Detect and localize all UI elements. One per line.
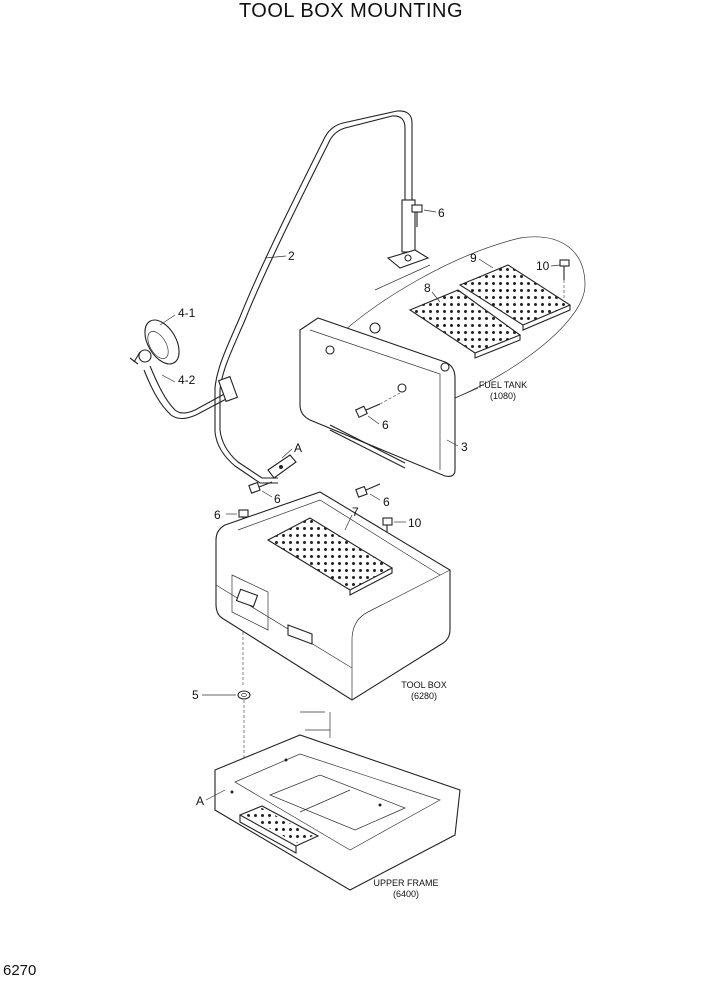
callout-4-2: 4-2 [178,373,196,387]
callout-8: 8 [424,281,431,295]
upper-frame [214,711,461,891]
callout-10-top: 10 [536,259,550,273]
ref-tool-box-name: TOOL BOX [401,680,447,690]
page-number: 6270 [3,962,37,979]
bolt-10-top [559,259,570,300]
mirror-head [129,319,180,365]
side-cover [299,317,456,477]
ref-upper-frame-name: UPPER FRAME [373,878,438,888]
callout-6-cover: 6 [382,418,389,432]
callout-7: 7 [352,505,359,519]
ref-fuel-tank-name: FUEL TANK [479,380,527,390]
callout-6-far: 6 [214,508,221,522]
callout-6-right: 6 [383,495,390,509]
washer-5 [237,690,251,765]
ref-tool-box-code: (6280) [411,691,437,701]
callout-5: 5 [192,688,199,702]
callout-6-left: 6 [274,492,281,506]
step-plate-9 [458,264,572,331]
callout-6-top: 6 [438,206,445,220]
step-plate-7 [266,517,394,596]
bolt-6-top [411,204,423,227]
callout-9: 9 [470,251,477,265]
callout-4-1: 4-1 [178,306,196,320]
bolt-6-left [248,481,273,494]
mirror-stay-rod [214,110,430,484]
leader-lines [159,209,561,801]
callout-A-bottom: A [196,794,204,808]
bolt-6-cover [354,392,401,419]
callout-2: 2 [288,249,295,263]
mirror-arm [143,365,239,420]
callout-10-bottom: 10 [408,516,422,530]
fuel-tank-outline [344,236,586,399]
ref-upper-frame-code: (6400) [393,889,419,899]
step-plate-8 [408,289,522,359]
bolt-6-right [355,483,381,498]
callout-A-top: A [294,441,302,455]
page-title: TOOL BOX MOUNTING [238,0,464,22]
ref-fuel-tank-code: (1080) [490,391,516,401]
callout-3: 3 [461,440,468,454]
